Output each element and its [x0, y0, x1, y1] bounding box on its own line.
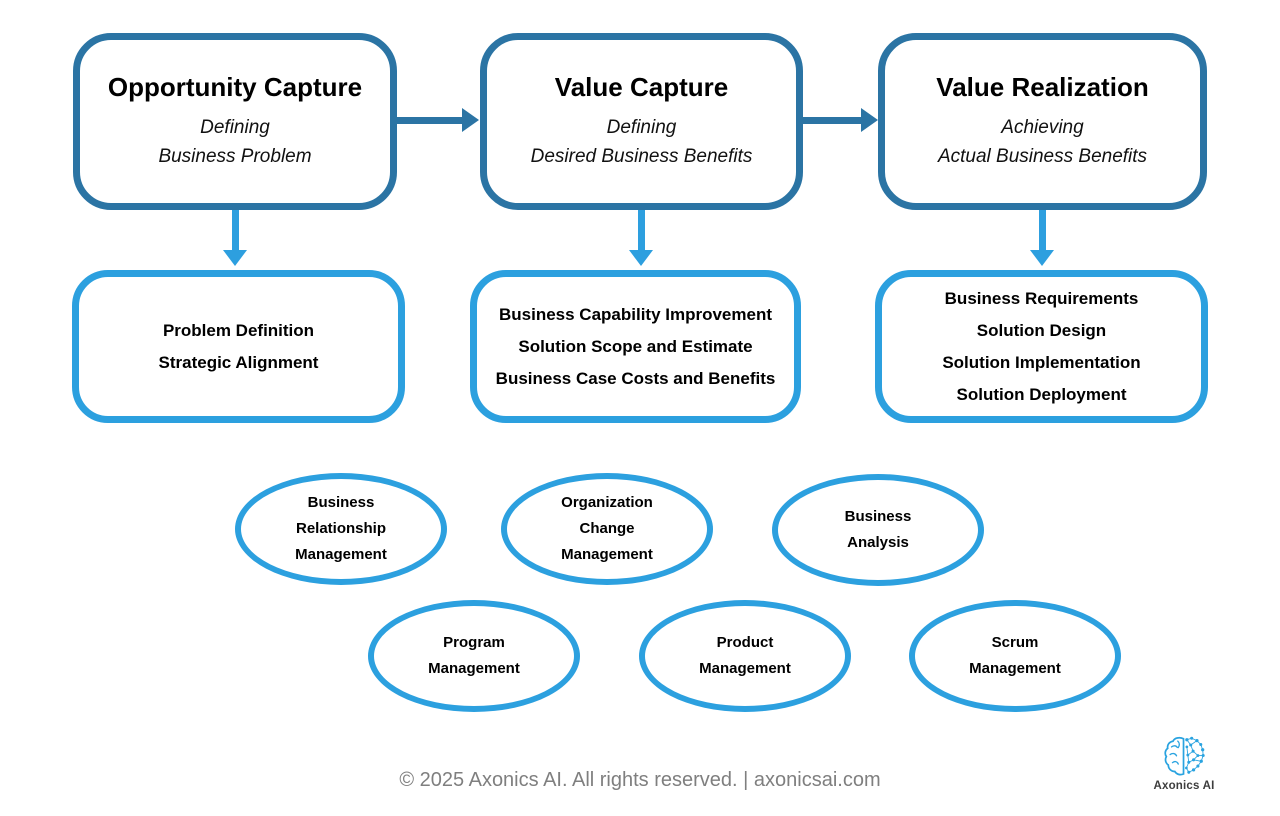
arrow-shaft — [397, 117, 463, 124]
stage-subtitle-line: Defining — [200, 117, 270, 138]
detail-line: Business Requirements — [944, 288, 1139, 308]
logo-label: Axonics AI — [1153, 780, 1215, 792]
ellipse-program-management: Program Management — [368, 600, 580, 712]
ellipse-product-management: Product Management — [639, 600, 851, 712]
arrow-head-icon — [462, 108, 479, 132]
stage-subtitle-line: Actual Business Benefits — [937, 146, 1148, 167]
stage-title: Value Realization — [936, 72, 1149, 102]
stage-box-value-capture: Value Capture Defining Desired Business … — [480, 33, 803, 210]
ellipse-line: Business — [844, 508, 912, 525]
ellipse-line: Scrum — [991, 634, 1039, 651]
detail-line: Solution Scope and Estimate — [518, 336, 753, 356]
stage-box-value-realization: Value Realization Achieving Actual Busin… — [878, 33, 1207, 210]
stage-subtitle-line: Achieving — [1001, 117, 1084, 138]
detail-box-value-capture: Business Capability Improvement Solution… — [470, 270, 801, 423]
arrow-head-icon — [1030, 250, 1054, 266]
ellipse-organization-change-management: Organization Change Management — [501, 473, 713, 585]
ellipse-line: Management — [561, 546, 653, 563]
arrow-shaft — [232, 210, 239, 250]
detail-line: Solution Implementation — [942, 352, 1141, 372]
arrow-shaft — [1039, 210, 1046, 250]
arrow-head-icon — [223, 250, 247, 266]
detail-line: Strategic Alignment — [158, 352, 319, 372]
axonics-logo: Axonics AI — [1138, 733, 1230, 792]
arrow-shaft — [638, 210, 645, 250]
ellipse-scrum-management: Scrum Management — [909, 600, 1121, 712]
stage-title: Value Capture — [554, 72, 729, 102]
detail-line: Solution Deployment — [956, 384, 1127, 404]
detail-line: Solution Design — [976, 320, 1107, 340]
detail-line: Problem Definition — [162, 320, 315, 340]
ellipse-line: Management — [699, 660, 791, 677]
ellipse-business-analysis: Business Analysis — [772, 474, 984, 586]
ellipse-line: Program — [443, 634, 505, 651]
stage-subtitle-line: Defining — [606, 117, 677, 138]
stage-box-opportunity-capture: Opportunity Capture Defining Business Pr… — [73, 33, 397, 210]
arrow-shaft — [803, 117, 862, 124]
brain-logo-icon — [1164, 736, 1205, 776]
stage-title: Opportunity Capture — [107, 72, 363, 102]
ellipse-line: Analysis — [847, 534, 909, 551]
ellipse-business-relationship-management: Business Relationship Management — [235, 473, 447, 585]
stage-subtitle-line: Business Problem — [158, 146, 312, 167]
arrow-head-icon — [861, 108, 878, 132]
stage-subtitle-line: Desired Business Benefits — [530, 146, 753, 167]
detail-line: Business Capability Improvement — [498, 304, 773, 324]
detail-line: Business Case Costs and Benefits — [495, 368, 776, 388]
ellipse-line: Product — [716, 634, 774, 651]
ellipse-line: Management — [295, 546, 387, 563]
ellipse-line: Organization — [561, 494, 653, 511]
ellipse-line: Management — [428, 660, 520, 677]
detail-box-value-realization: Business Requirements Solution Design So… — [875, 270, 1208, 423]
ellipse-line: Relationship — [295, 520, 386, 537]
ellipse-line: Change — [579, 520, 635, 537]
detail-box-opportunity-capture: Problem Definition Strategic Alignment — [72, 270, 405, 423]
ellipse-line: Management — [969, 660, 1061, 677]
copyright-text: © 2025 Axonics AI. All rights reserved. … — [399, 769, 881, 791]
ellipse-line: Business — [307, 494, 375, 511]
arrow-head-icon — [629, 250, 653, 266]
